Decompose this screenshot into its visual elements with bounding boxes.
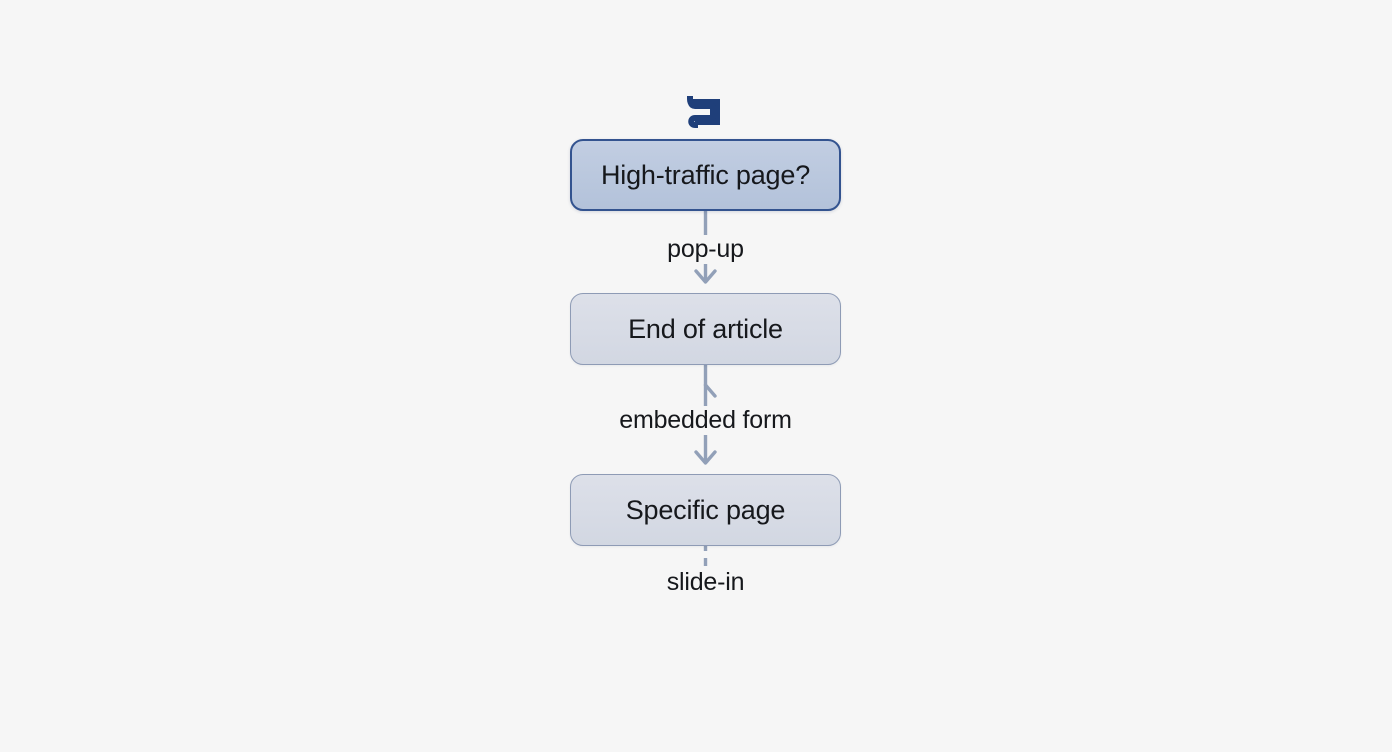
flow-node-label: Specific page xyxy=(625,494,786,525)
flow-node-specific-page[interactable]: Specific page xyxy=(570,474,841,546)
flowchart-column: High-traffic page? pop-up End of article… xyxy=(570,139,841,604)
flow-node-high-traffic-page[interactable]: High-traffic page? xyxy=(570,139,841,211)
flow-node-label: End of article xyxy=(628,313,783,344)
flow-node-label: High-traffic page? xyxy=(600,159,811,190)
flow-edge-2: embedded form xyxy=(570,363,841,474)
flow-node-end-of-article[interactable]: End of article xyxy=(570,293,841,365)
spiral-logo-icon xyxy=(686,96,724,128)
flow-edge-1: pop-up xyxy=(570,209,841,293)
flow-edge-3-label: slide-in xyxy=(661,568,750,597)
flow-edge-2-label: embedded form xyxy=(614,406,797,435)
flow-edge-3: slide-in xyxy=(570,526,841,604)
flow-edge-1-label: pop-up xyxy=(662,235,749,264)
